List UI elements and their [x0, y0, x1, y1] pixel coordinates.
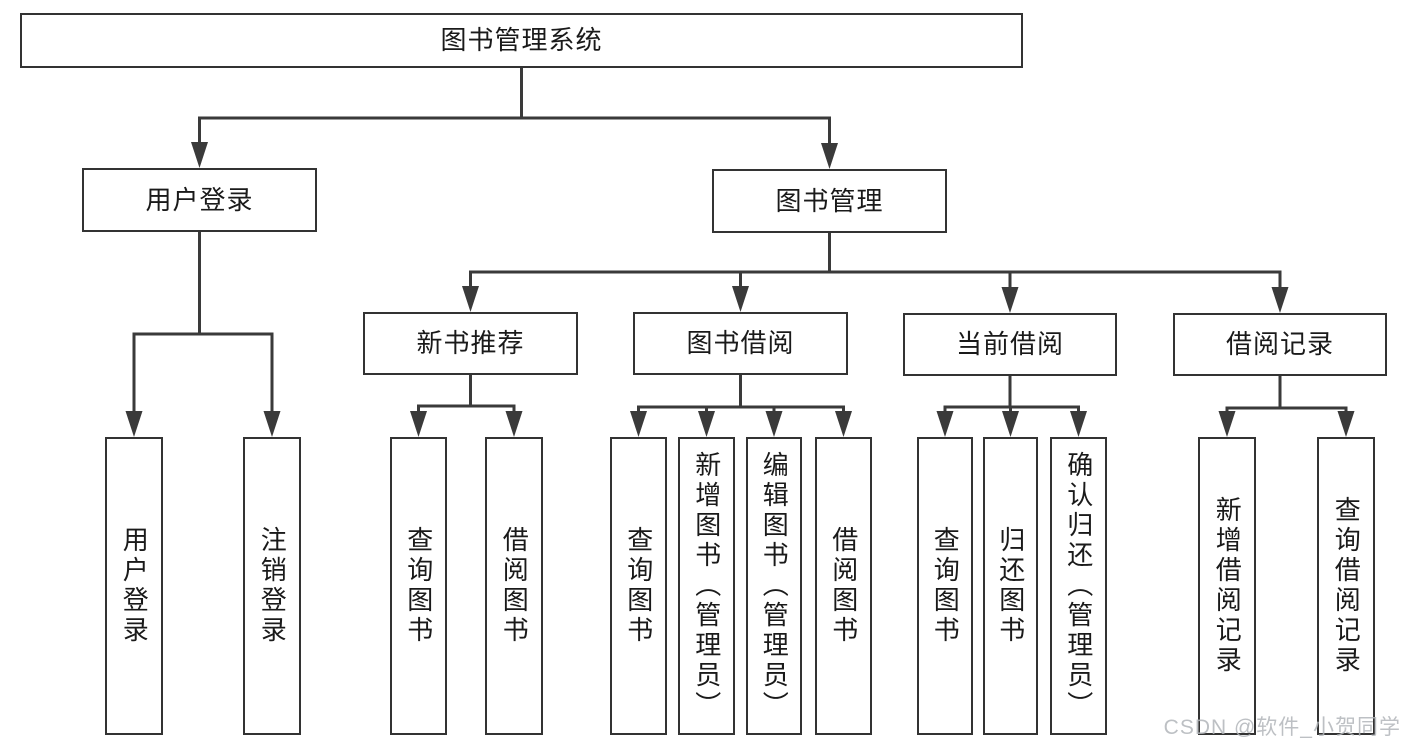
node-logout: 注销登录	[243, 437, 301, 735]
node-label: 归还图书	[995, 526, 1026, 646]
node-b-edit: 编辑图书（管理员）	[746, 437, 802, 735]
node-b-borrow: 借阅图书	[815, 437, 872, 735]
node-c-return: 归还图书	[983, 437, 1038, 735]
node-label: 新增图书（管理员）	[691, 451, 722, 721]
node-user-login: 用户登录	[82, 168, 317, 232]
arrowhead-icon	[1001, 287, 1019, 313]
arrowhead-icon	[835, 411, 852, 437]
node-borrow: 图书借阅	[633, 312, 848, 375]
node-root: 图书管理系统	[20, 13, 1023, 68]
node-c-confirm: 确认归还（管理员）	[1050, 437, 1107, 735]
arrowhead-icon	[936, 411, 954, 437]
arrowhead-icon	[765, 411, 783, 437]
arrowhead-icon	[505, 411, 523, 437]
node-b-add: 新增图书（管理员）	[678, 437, 735, 735]
node-label: 新书推荐	[416, 328, 525, 359]
node-label: 查询图书	[930, 526, 961, 646]
arrowhead-icon	[462, 286, 479, 312]
arrowhead-icon	[263, 411, 281, 437]
node-label: 用户登录	[145, 184, 254, 215]
node-label: 图书管理系统	[440, 25, 603, 56]
arrowhead-icon	[732, 286, 749, 312]
node-label: 图书借阅	[686, 328, 795, 359]
node-label: 查询图书	[403, 526, 434, 646]
node-label: 注销登录	[257, 526, 288, 646]
node-label: 确认归还（管理员）	[1063, 451, 1094, 721]
node-nr-query: 查询图书	[390, 437, 447, 735]
arrowhead-icon	[1271, 287, 1289, 313]
node-book-mgmt: 图书管理	[712, 169, 947, 233]
arrowhead-icon	[821, 143, 838, 169]
node-label: 用户登录	[119, 526, 150, 646]
node-label: 当前借阅	[955, 329, 1064, 360]
node-current: 当前借阅	[903, 313, 1117, 376]
node-nr-borrow: 借阅图书	[485, 437, 543, 735]
arrowhead-icon	[630, 411, 647, 437]
arrowhead-icon	[1218, 411, 1236, 437]
node-label: 编辑图书（管理员）	[759, 451, 790, 721]
arrowhead-icon	[1002, 411, 1019, 437]
node-label: 新增借阅记录	[1212, 496, 1243, 676]
node-b-query: 查询图书	[610, 437, 667, 735]
arrowhead-icon	[1337, 411, 1355, 437]
node-r-query: 查询借阅记录	[1317, 437, 1375, 735]
node-label: 查询图书	[623, 526, 654, 646]
node-label: 图书管理	[775, 185, 884, 216]
node-r-add: 新增借阅记录	[1198, 437, 1256, 735]
node-records: 借阅记录	[1173, 313, 1387, 376]
node-new-rec: 新书推荐	[363, 312, 578, 375]
node-label: 查询借阅记录	[1331, 496, 1362, 676]
node-c-query: 查询图书	[917, 437, 973, 735]
node-label: 借阅记录	[1225, 329, 1334, 360]
node-label: 借阅图书	[499, 526, 530, 646]
arrowhead-icon	[410, 411, 427, 437]
arrowhead-icon	[1070, 411, 1087, 437]
arrowhead-icon	[191, 142, 208, 168]
arrowhead-icon	[698, 411, 715, 437]
arrowhead-icon	[125, 411, 143, 437]
watermark: CSDN @软件_小贺同学	[1163, 716, 1401, 739]
node-login: 用户登录	[105, 437, 163, 735]
node-label: 借阅图书	[828, 526, 859, 646]
